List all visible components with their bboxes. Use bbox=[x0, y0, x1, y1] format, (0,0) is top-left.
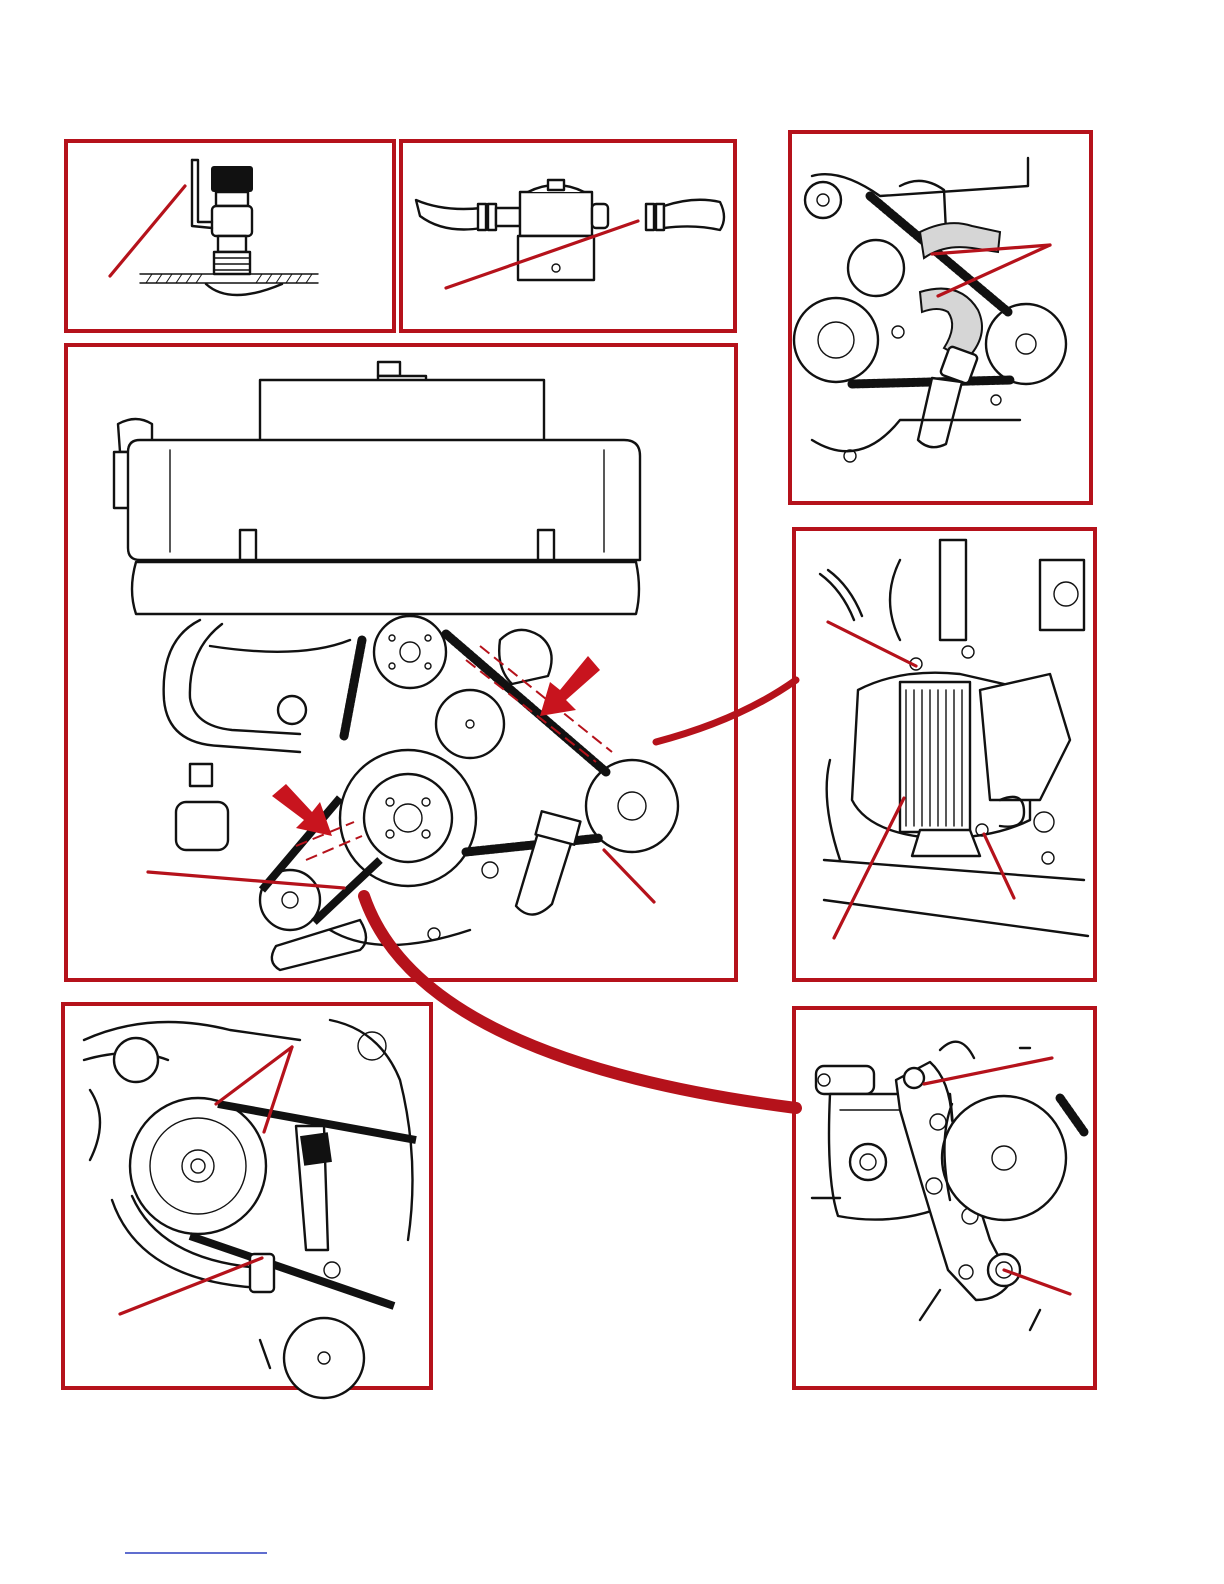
panel-strainer bbox=[401, 141, 735, 331]
panel-pump-bracket bbox=[794, 1008, 1095, 1388]
footer-link-line bbox=[125, 1551, 267, 1561]
panel-engine-front-view bbox=[66, 345, 736, 980]
panel-alternator-mount bbox=[794, 529, 1095, 980]
footer-link-underline[interactable] bbox=[125, 1548, 267, 1558]
panel-seacock bbox=[66, 141, 394, 331]
panel-belt-tension bbox=[63, 1004, 431, 1398]
panel-raw-water-pump bbox=[790, 132, 1091, 503]
